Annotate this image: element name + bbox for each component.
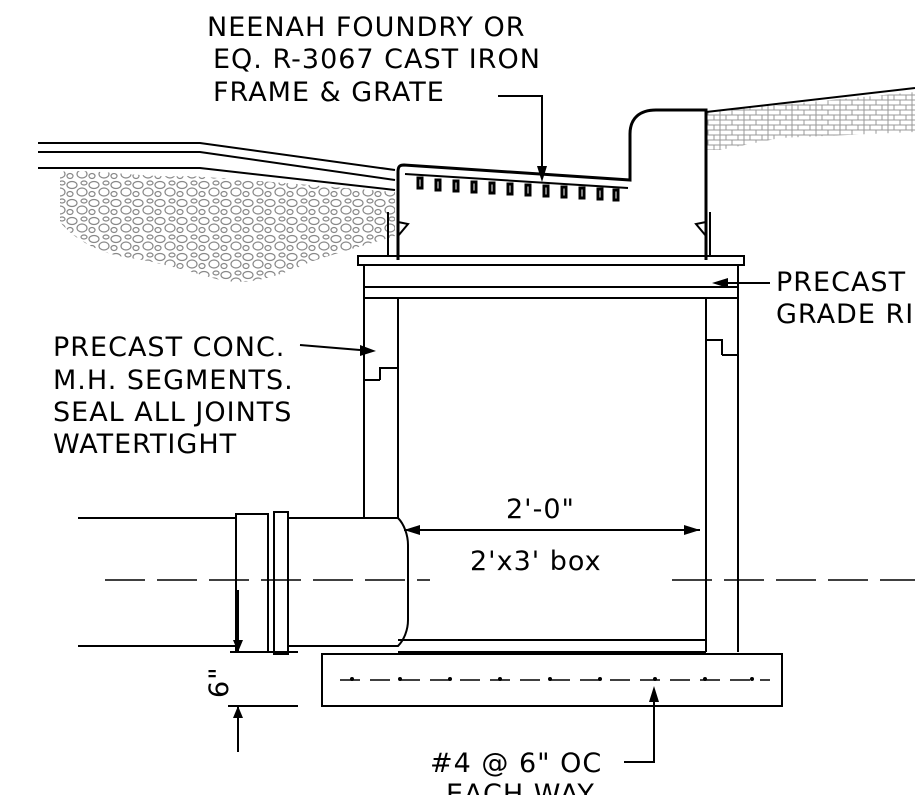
paver-surface bbox=[706, 92, 915, 150]
frame-grate-label-1: NEENAH FOUNDRY OR bbox=[207, 12, 526, 43]
mh-segments-label-4: WATERTIGHT bbox=[53, 429, 237, 460]
frame-grate-label-3: FRAME & GRATE bbox=[213, 77, 445, 108]
grade-ring-label-2: GRADE RI bbox=[776, 299, 914, 330]
leader-lines bbox=[299, 95, 770, 763]
grade-ring-label-1: PRECAST bbox=[776, 267, 906, 298]
inlet-pipe bbox=[78, 511, 915, 655]
six-inch-label: 6" bbox=[204, 666, 235, 698]
rebar-label-1: #4 @ 6" OC bbox=[430, 748, 602, 779]
rebar-line bbox=[340, 677, 770, 681]
box-label: 2'x3' box bbox=[470, 546, 602, 577]
width-dimension bbox=[404, 525, 700, 535]
mh-segments-label-3: SEAL ALL JOINTS bbox=[53, 397, 292, 428]
dimension-label: 2'-0" bbox=[506, 494, 575, 525]
six-inch-dimension bbox=[228, 590, 298, 752]
mh-segments-label-1: PRECAST CONC. bbox=[53, 332, 285, 363]
pavement-lines bbox=[38, 142, 396, 191]
gravel-subbase bbox=[60, 171, 395, 282]
manhole-walls bbox=[363, 298, 739, 653]
rebar-label-2: EACH WAY bbox=[446, 779, 595, 795]
frame-grate-label-2: EQ. R-3067 CAST IRON bbox=[213, 44, 541, 75]
casting-frame bbox=[387, 108, 711, 260]
mh-segments-label-2: M.H. SEGMENTS. bbox=[53, 365, 294, 396]
base-slab bbox=[321, 653, 783, 707]
grade-ring bbox=[357, 255, 745, 299]
